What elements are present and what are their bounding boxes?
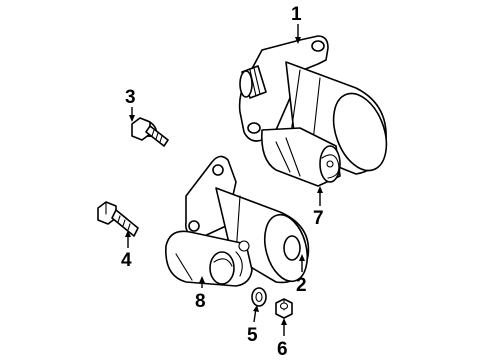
callout-5: 5 <box>247 325 258 346</box>
bolt <box>97 201 139 237</box>
callout-8: 8 <box>195 291 206 312</box>
starter-motor-lower <box>165 155 310 287</box>
starter-motor-upper <box>238 35 388 187</box>
callout-6: 6 <box>277 339 288 360</box>
callout-1: 1 <box>291 4 302 25</box>
callout-7: 7 <box>313 208 324 229</box>
bolt-with-washer <box>131 117 169 147</box>
callout-2: 2 <box>296 275 307 296</box>
nut <box>275 298 293 319</box>
washer <box>251 287 267 307</box>
leader-lines <box>125 24 323 336</box>
callout-3: 3 <box>125 87 136 108</box>
callout-labels: 1 2 3 4 5 6 7 8 <box>121 4 324 360</box>
callout-4: 4 <box>121 250 132 271</box>
